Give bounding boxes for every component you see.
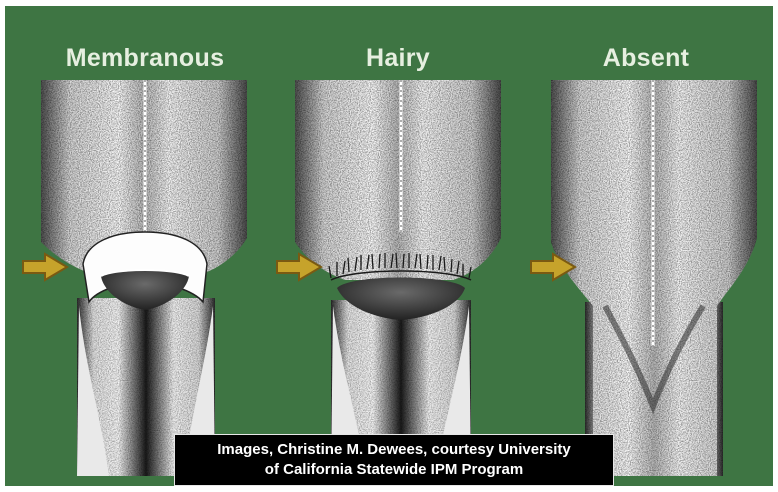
credit-line-2: of California Statewide IPM Program bbox=[265, 460, 523, 480]
panel-hairy-drawing bbox=[277, 80, 501, 476]
ligule-illustration bbox=[5, 6, 773, 486]
figure-background: Membranous Hairy Absent bbox=[5, 6, 773, 486]
image-credit: Images, Christine M. Dewees, courtesy Un… bbox=[174, 434, 614, 486]
credit-line-1: Images, Christine M. Dewees, courtesy Un… bbox=[217, 440, 570, 460]
panel-membranous-drawing bbox=[23, 80, 247, 476]
sheath bbox=[295, 80, 501, 280]
panel-absent-drawing bbox=[531, 80, 757, 476]
title-membranous: Membranous bbox=[35, 44, 255, 73]
title-absent: Absent bbox=[536, 44, 756, 73]
title-hairy: Hairy bbox=[288, 44, 508, 73]
